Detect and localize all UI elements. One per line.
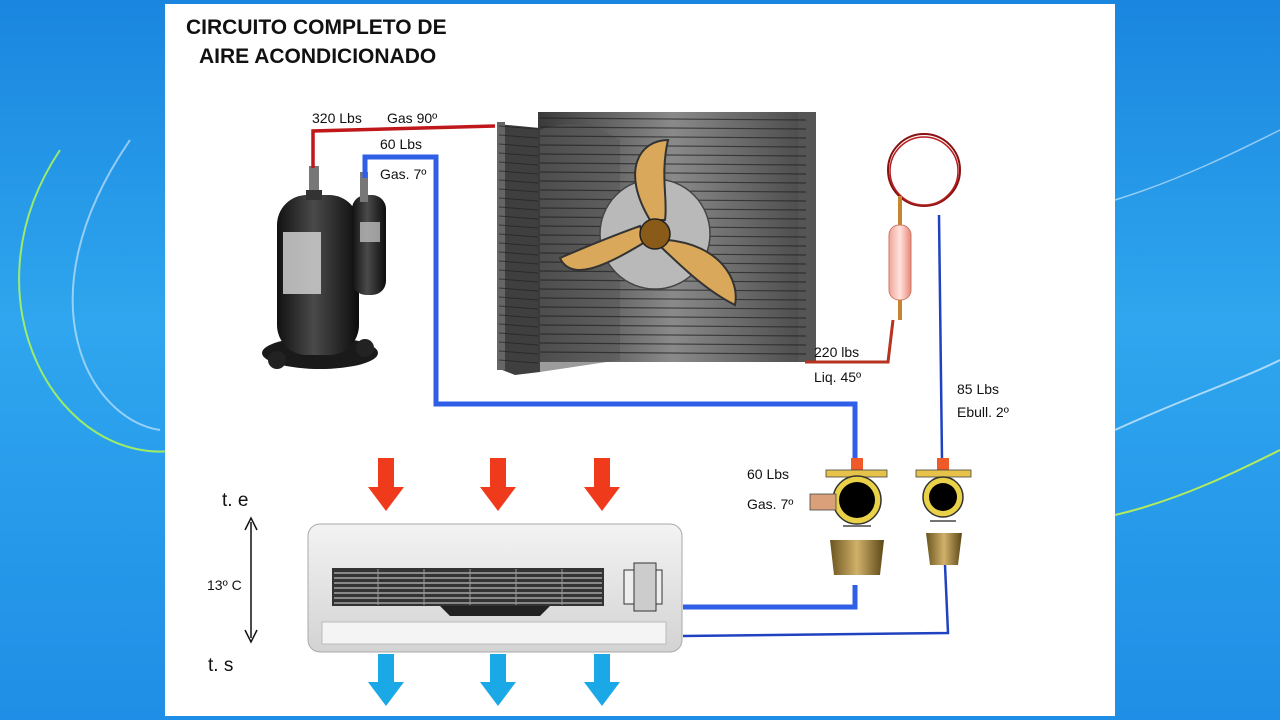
refrigerant-lines [311,124,950,638]
discharge-pressure-label: 320 Lbs [312,110,362,126]
liquid-temp-label: Liq. 45º [814,369,862,385]
liquid-pressure-label: 220 lbs [814,344,860,360]
evap-temp-label: Ebull. 2º [957,404,1009,420]
capillary-tube [887,133,961,225]
warm-air-arrows [368,458,620,511]
valve-temp-label: Gas. 7º [747,496,794,512]
dryer-filter [888,224,912,320]
temperature-range-arrow [244,516,258,644]
diagram-title-line1: CIRCUITO COMPLETO DE [186,16,447,39]
compressor [262,166,386,369]
suction-pressure-label: 60 Lbs [380,136,423,152]
cold-air-arrows [368,654,620,706]
fan [558,138,737,307]
indoor-unit [307,523,683,653]
suction-temp-label: Gas. 7º [380,166,427,182]
evap-pressure-label: 85 Lbs [957,381,1000,397]
diagram-title-line2: AIRE ACONDICIONADO [199,45,437,68]
suction-service-valve [809,458,888,575]
outlet-temp-label: t. s [208,655,234,676]
discharge-temp-label: Gas 90º [387,110,438,126]
liquid-service-valve [915,458,972,565]
temp-delta-label: 13º C [207,577,242,593]
inlet-temp-label: t. e [222,490,249,511]
valve-pressure-label: 60 Lbs [747,466,790,482]
